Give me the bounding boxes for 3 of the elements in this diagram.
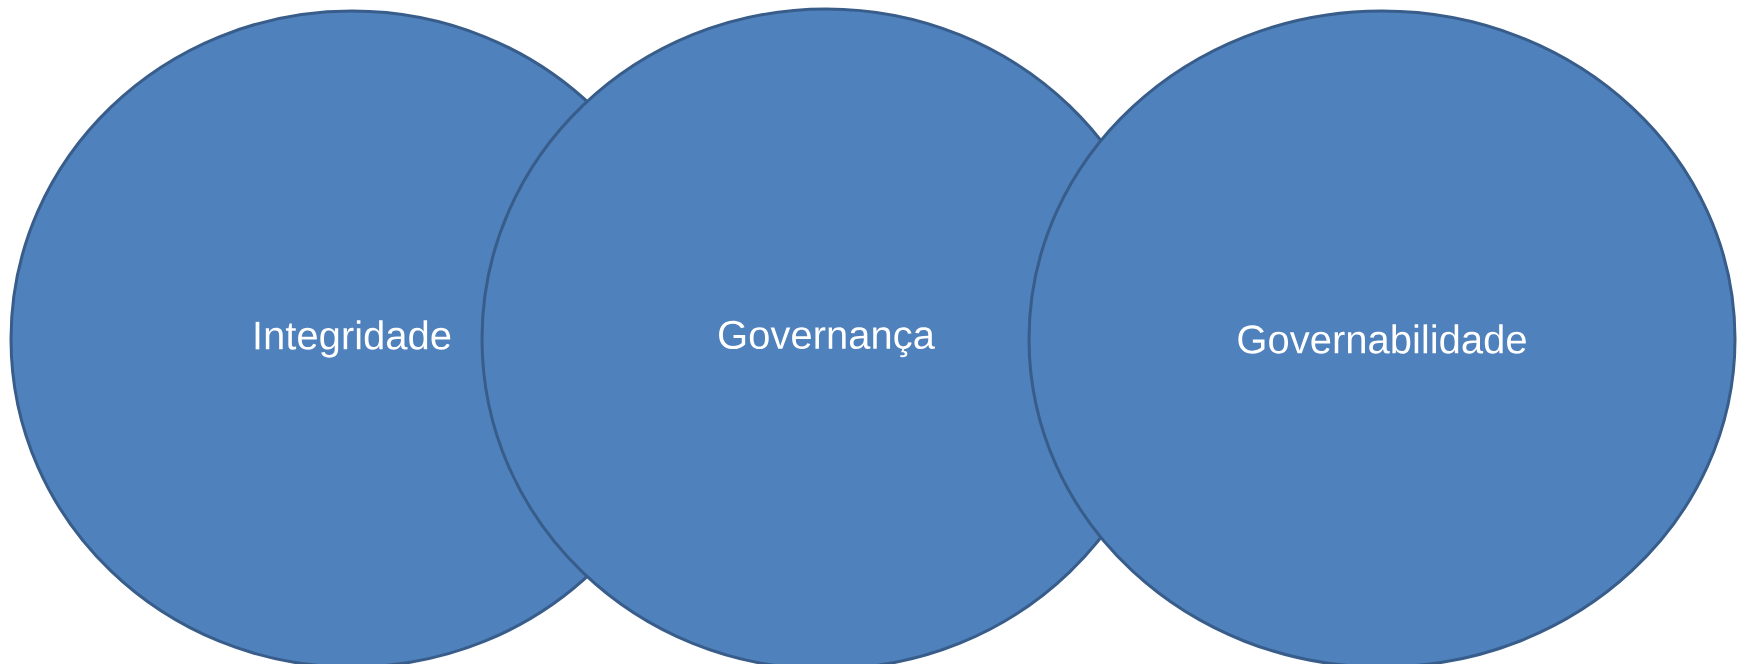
node-label: Governança	[719, 320, 935, 358]
node-label: Governabilidade	[1238, 324, 1526, 354]
node-label: Integridade	[255, 320, 451, 358]
